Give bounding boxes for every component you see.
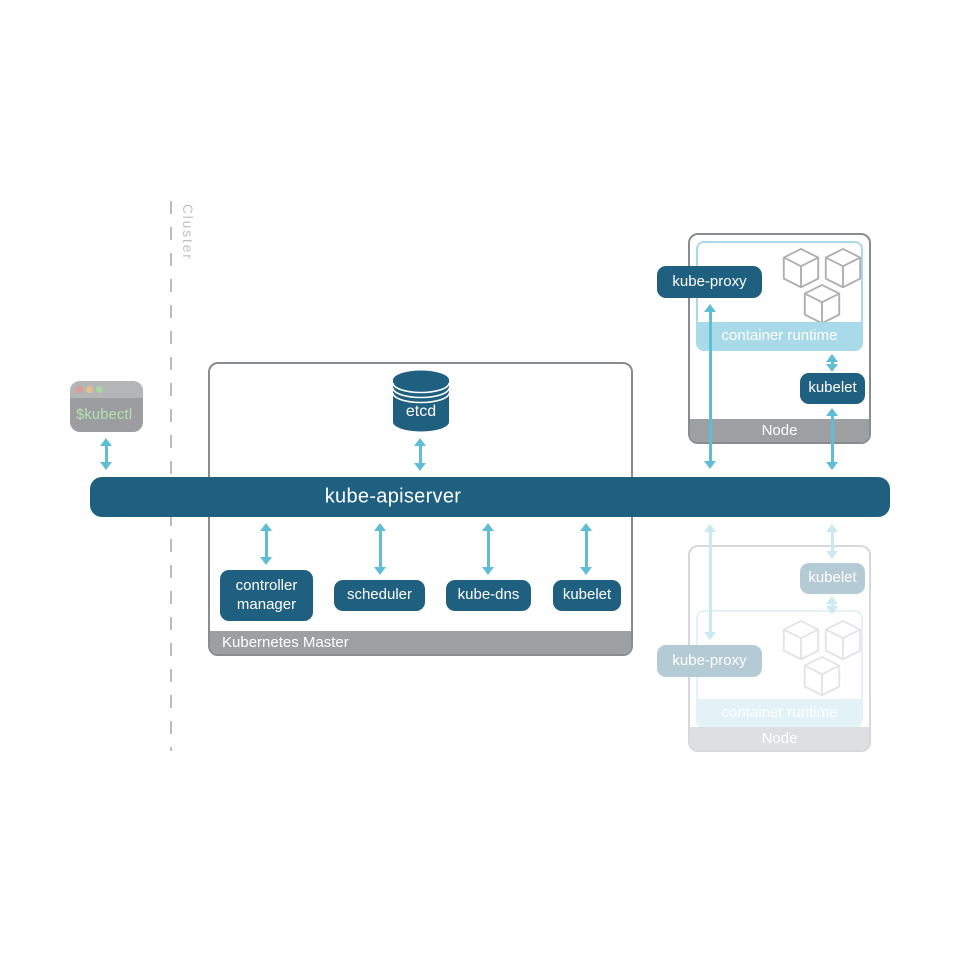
cube-icon bbox=[824, 248, 862, 289]
container-runtime-box-bottom: container runtime bbox=[696, 610, 863, 728]
cube-icon bbox=[824, 620, 862, 661]
node-title-top: Node bbox=[761, 422, 798, 439]
window-dot-green-icon bbox=[96, 386, 103, 393]
container-runtime-bar-bottom: container runtime bbox=[698, 699, 861, 726]
window-dot-yellow-icon bbox=[86, 386, 93, 393]
cluster-boundary-dashed-line bbox=[170, 201, 172, 751]
arrow-apiserver-kubelet-bottom bbox=[830, 532, 834, 551]
cluster-label: Cluster bbox=[180, 204, 195, 261]
etcd-label: etcd bbox=[405, 403, 437, 420]
kube-proxy-badge-top: kube-proxy bbox=[657, 266, 762, 298]
node-title-bar-bottom: Node bbox=[690, 727, 869, 750]
arrow-kubelet-bottom-runtime bbox=[830, 604, 834, 606]
kube-apiserver-label: kube-apiserver bbox=[324, 485, 462, 508]
kubernetes-master-title: Kubernetes Master bbox=[222, 634, 349, 651]
kube-dns-badge: kube-dns bbox=[446, 580, 531, 611]
arrow-apiserver-scheduler bbox=[378, 531, 382, 567]
cube-icon bbox=[782, 248, 820, 289]
node-box-top: container runtime kube-proxy kubelet Nod… bbox=[657, 233, 871, 444]
arrow-kubelet-top-runtime bbox=[830, 362, 834, 364]
arrow-kubelet-top-apiserver bbox=[830, 416, 834, 462]
kubectl-command-text: $kubectl bbox=[76, 407, 133, 423]
node-title-bar-top: Node bbox=[690, 419, 869, 442]
arrow-etcd-apiserver bbox=[418, 446, 422, 463]
arrow-kube-proxy-top-apiserver bbox=[708, 312, 712, 461]
terminal-titlebar bbox=[70, 381, 143, 398]
container-runtime-bar-top: container runtime bbox=[698, 322, 861, 349]
controller-manager-badge: controller manager bbox=[220, 570, 313, 621]
arrow-apiserver-controller-manager bbox=[264, 531, 268, 557]
kubectl-terminal-icon: $kubectl bbox=[70, 381, 143, 432]
kubelet-master-badge: kubelet bbox=[553, 580, 621, 611]
container-runtime-box-top: container runtime bbox=[696, 241, 863, 351]
database-cylinder-icon bbox=[392, 370, 450, 432]
arrow-apiserver-kubelet-master bbox=[584, 531, 588, 567]
kubelet-badge-top: kubelet bbox=[800, 373, 865, 404]
kubelet-badge-bottom: kubelet bbox=[800, 563, 865, 594]
node-title-bottom: Node bbox=[761, 730, 798, 747]
etcd-database: etcd bbox=[392, 370, 450, 434]
cube-icon bbox=[803, 656, 841, 697]
kubernetes-master-title-bar: Kubernetes Master bbox=[210, 631, 631, 654]
cube-icon bbox=[782, 620, 820, 661]
window-dot-red-icon bbox=[76, 386, 83, 393]
scheduler-badge: scheduler bbox=[334, 580, 425, 611]
arrow-apiserver-kube-proxy-bottom bbox=[708, 532, 712, 632]
kube-apiserver-bar: kube-apiserver bbox=[90, 477, 890, 517]
arrow-apiserver-kube-dns bbox=[486, 531, 490, 567]
kube-proxy-badge-bottom: kube-proxy bbox=[657, 645, 762, 677]
node-box-bottom: kubelet container runtime kube-proxy Nod… bbox=[657, 545, 871, 752]
arrow-kubectl-apiserver bbox=[104, 446, 108, 462]
